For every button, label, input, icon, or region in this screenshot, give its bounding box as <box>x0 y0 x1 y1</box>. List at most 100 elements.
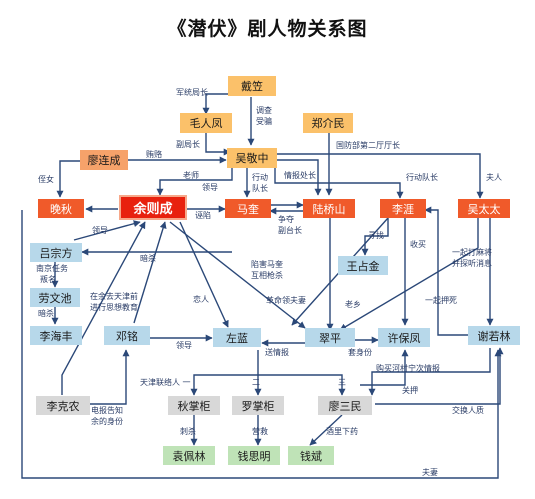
node-qiansiming: 钱思明 <box>228 446 280 465</box>
edge-liya-wangzhanjin <box>361 218 389 256</box>
node-daili: 戴笠 <box>228 76 276 96</box>
label-tianjin_jiaoyu: 进行思想教育 <box>90 303 138 312</box>
label-bingtanting: 并探听消息 <box>452 259 492 268</box>
node-qiuzhanggui: 秋掌柜 <box>168 396 220 415</box>
label-junjuzhang: 军统局长 <box>176 88 208 97</box>
label-taopei: 套身份 <box>348 348 372 357</box>
label-lingdao3: 领导 <box>176 341 192 350</box>
edge-liaosanmin-xubaofeng <box>360 349 409 386</box>
label-zhengduo: 争夺 <box>278 215 294 224</box>
label-yingjiu: 营救 <box>252 427 268 436</box>
edge-wujingzhong-liya <box>274 167 404 199</box>
label-duizhang1: 队长 <box>252 184 268 193</box>
node-zhengjiemin: 郑介民 <box>303 113 353 133</box>
edge-lvzongfang-yuzecheng <box>73 220 141 241</box>
label-san: 三 <box>338 378 346 387</box>
label-huxiang: 互相枪杀 <box>251 271 283 280</box>
node-lvzongfang: 吕宗方 <box>30 243 82 262</box>
label-guanya: 关押 <box>402 386 418 395</box>
node-wangzhanjin: 王占金 <box>338 256 388 275</box>
label-xingdong1: 行动 <box>252 173 268 182</box>
node-wanqiu: 晚秋 <box>38 199 84 218</box>
label-songqingbao: 送情报 <box>265 348 289 357</box>
edge-liaolianhe-wanqiu <box>56 160 84 198</box>
node-liaosanmin: 廖三民 <box>318 396 372 415</box>
label-lingdao: 领导 <box>202 183 218 192</box>
label-ansha1: 暗杀 <box>140 254 156 263</box>
node-xieruolin: 谢若林 <box>468 326 520 345</box>
label-geming: 革命领夫妻 <box>266 296 306 305</box>
node-maorenfeng: 毛人凤 <box>180 113 232 133</box>
label-er: 二 <box>252 378 260 387</box>
label-furen: 夫人 <box>486 173 502 182</box>
edge-likenong-yuzecheng <box>61 221 146 395</box>
label-fuqi: 夫妻 <box>422 468 438 477</box>
label-xingdongduizhang: 行动队长 <box>406 173 438 182</box>
node-lihaifeng: 李海丰 <box>30 326 82 345</box>
label-goumai: 购买河村宁次情报 <box>376 364 440 373</box>
edge-loop-xieruolin <box>21 210 502 479</box>
label-fujuzhang: 副局长 <box>176 140 200 149</box>
edge-luozhanggui-liaosanmin <box>258 374 346 396</box>
label-cisha: 刺杀 <box>180 427 196 436</box>
label-xunzhao: 寻找 <box>368 231 384 240</box>
node-luqiaoshan: 陆桥山 <box>303 199 355 218</box>
edge-liaosanmin-xieruolin <box>375 347 504 405</box>
node-likenong: 李克农 <box>36 396 90 415</box>
edge-dengming-yuzecheng <box>133 221 167 324</box>
edge-yuzecheng-cuiping <box>169 221 306 329</box>
label-ansha2: 暗杀 <box>38 309 54 318</box>
node-yuanpeilin: 袁佩林 <box>163 446 215 465</box>
node-dengming: 邓铭 <box>104 326 150 345</box>
label-tianjin_lianluo: 天津联络人 一 <box>140 378 191 387</box>
label-laoshi: 老师 <box>183 171 199 180</box>
edge-xieruolin-liya <box>424 206 470 336</box>
edge-luozhanggui-qiuzhanggui <box>190 374 258 396</box>
page-title: 《潜伏》剧人物关系图 <box>167 18 368 40</box>
label-jiuli: 酒里下药 <box>326 427 358 436</box>
node-wujingzhong: 吴敬中 <box>227 148 277 168</box>
label-yudeshenfen: 余的身份 <box>91 417 123 426</box>
label-tianjin_qian: 在余去天津前 <box>90 292 138 301</box>
node-liaolianhe: 廖连成 <box>80 150 128 170</box>
label-zhengxian: 诬陷 <box>195 211 211 220</box>
node-qianbin: 钱斌 <box>288 446 334 465</box>
node-yuzecheng: 余则成 <box>119 195 187 220</box>
edge-likenong-dengming <box>90 349 130 405</box>
label-dianbao: 电报告知 <box>91 406 123 415</box>
label-laoxiang: 老乡 <box>345 300 361 309</box>
node-makui: 马奎 <box>225 199 271 218</box>
label-xianhai: 陷害马奎 <box>251 260 283 269</box>
label-ganghua: 贿赂 <box>146 150 162 159</box>
label-shoupian: 受骗 <box>256 117 272 126</box>
label-renv: 侄女 <box>38 175 54 184</box>
label-nanjingrenwu: 南京任务 <box>36 264 68 273</box>
edge-maorenfeng-wujingzhong <box>205 131 231 156</box>
label-diaocha: 调查 <box>256 106 272 115</box>
label-fu_tai: 副台长 <box>278 226 302 235</box>
node-wutaitai: 吴太太 <box>458 199 510 218</box>
edge-wutaitai-cuiping <box>339 218 479 331</box>
label-yiqidama: 一起打麻将 <box>452 248 492 257</box>
label-yiqipengsi: 一起押死 <box>425 296 457 305</box>
label-panming: 叛名 <box>40 275 56 284</box>
edge-xieruolin-liaosanmin <box>368 348 491 396</box>
node-cuiping: 翠平 <box>305 328 355 347</box>
label-lingdao2: 领导 <box>92 226 108 235</box>
edge-wujingzhong-wutaitai <box>275 153 484 199</box>
label-guofangbu: 国防部第二厅厅长 <box>336 141 400 150</box>
node-luozhanggui: 罗掌柜 <box>232 396 284 415</box>
node-laowenchi: 劳文池 <box>30 288 80 307</box>
edge-yuzecheng-zuolan <box>179 221 229 328</box>
node-zuolan: 左蓝 <box>213 328 261 347</box>
label-qingbao: 情报处长 <box>284 171 316 180</box>
edge-wujingzhong-yuzecheng <box>156 166 233 196</box>
edge-daili-maorenfeng <box>202 93 235 115</box>
label-shougou: 收买 <box>410 240 426 249</box>
edge-liaosanmin-qianbin <box>309 414 343 446</box>
node-xubaofeng: 许保凤 <box>378 328 430 347</box>
node-liya: 李涯 <box>380 199 426 218</box>
label-lianren: 恋人 <box>193 295 209 304</box>
label-jiaohuanrenzhi: 交换人质 <box>452 406 484 415</box>
